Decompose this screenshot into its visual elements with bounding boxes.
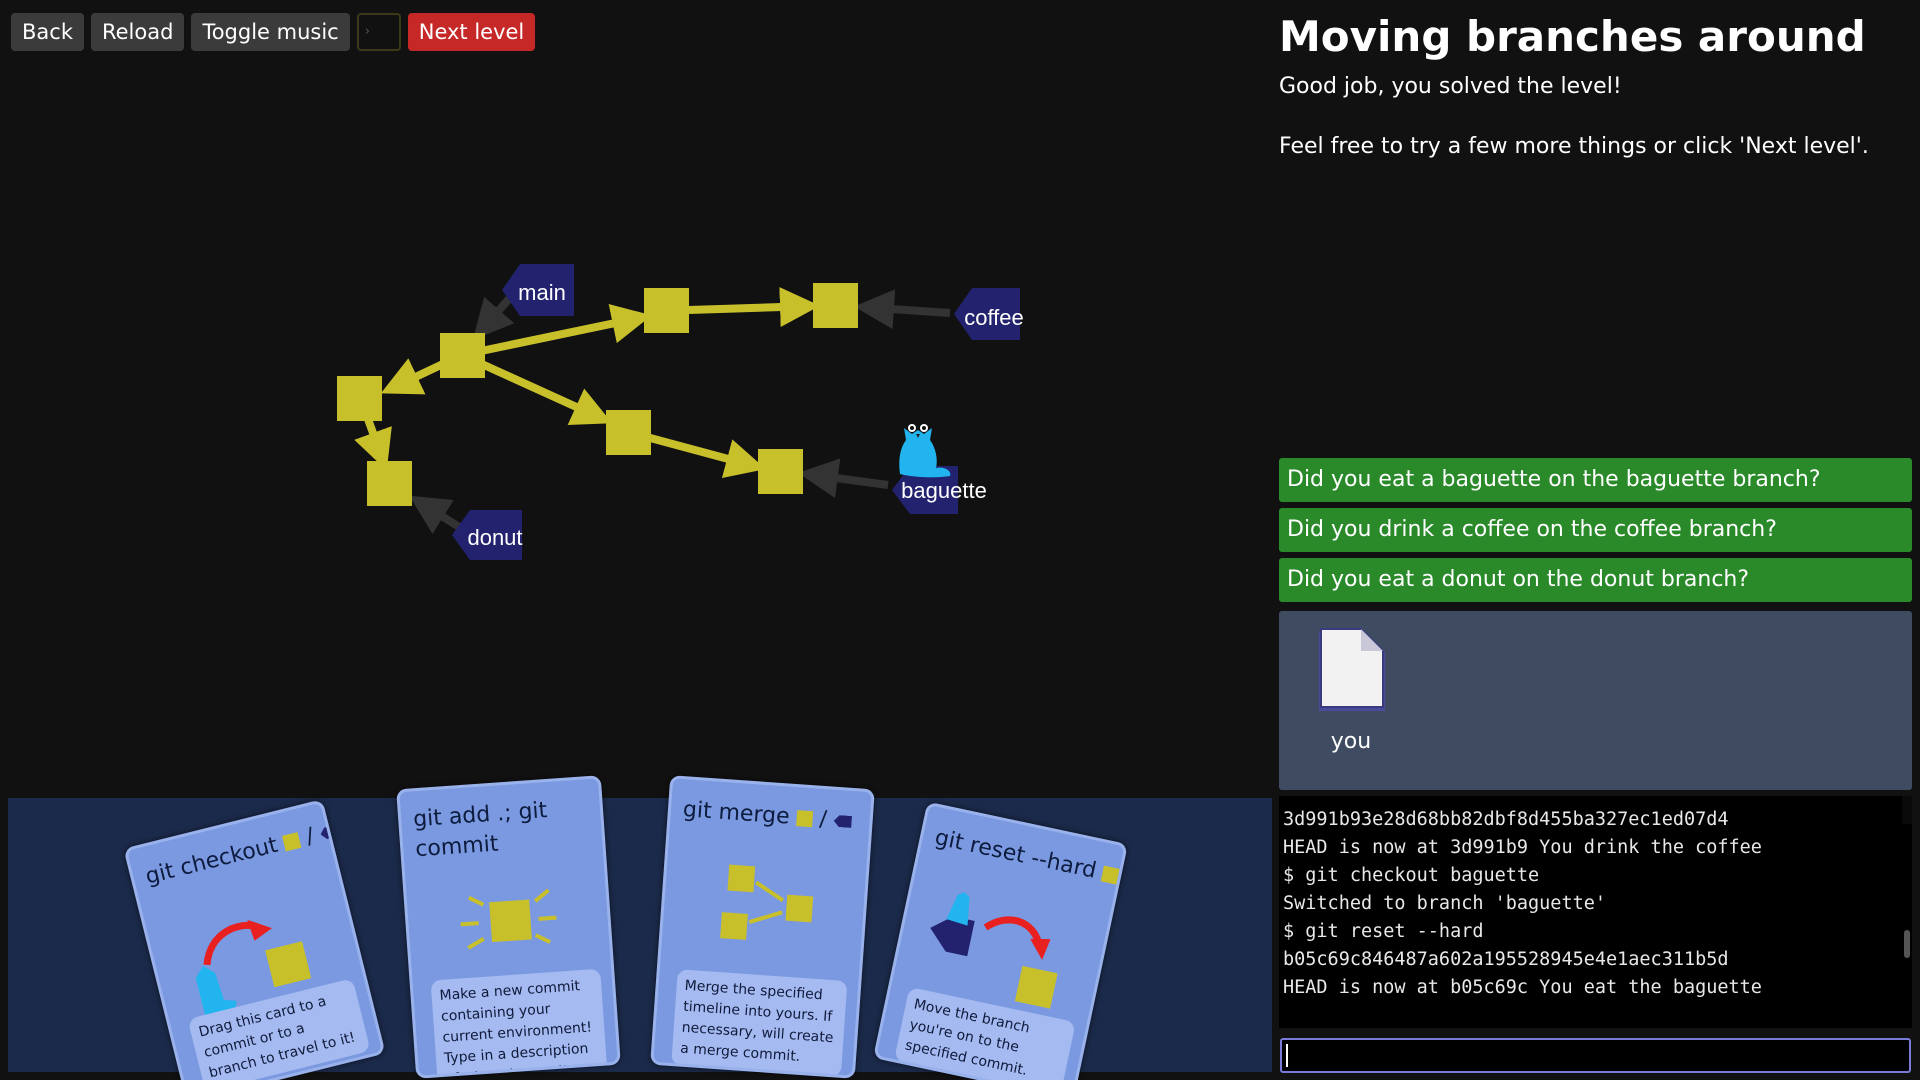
reset-illustration-icon [930,892,1058,1009]
terminal-icon: › [364,24,370,39]
card-title: git add .; git commit [412,798,549,863]
branch-coffee[interactable]: coffee [954,288,1024,340]
text-caret [1286,1044,1288,1067]
branch-label: donut [467,525,522,550]
card-title: git merge / [682,797,853,834]
donut-ref-arrow [409,495,467,534]
terminal-line: $ git reset --hard [1283,921,1484,942]
file-you[interactable]: you [1315,625,1387,754]
edge [460,351,613,425]
commit-illustration-icon [460,888,557,950]
scrollbar-thumb[interactable] [1904,930,1910,958]
commit-node[interactable] [813,283,858,328]
level-title: Moving branches around [1279,12,1866,61]
card-description: Merge the specified timeline into yours.… [671,969,848,1077]
terminal-output[interactable]: 3d991b93e28d68bb82dbf8d455ba327ec1ed07d4… [1279,796,1912,1028]
edge [461,303,652,359]
back-button[interactable]: Back [11,13,84,51]
goal-donut: Did you eat a donut on the donut branch? [1279,558,1912,602]
commit-node[interactable] [337,376,382,421]
commit-edges [354,287,820,478]
file-label: you [1330,729,1372,754]
terminal-line: 3d991b93e28d68bb82dbf8d455ba327ec1ed07d4 [1283,809,1729,830]
branch-donut[interactable]: donut [452,510,523,560]
head-owl-icon [899,424,951,478]
terminal-scrollbar[interactable] [1902,796,1912,958]
card-git-merge[interactable]: git merge / Merge the specified timeline… [650,775,875,1079]
toolbar: Back Reload Toggle music › Next level [11,13,536,51]
commit-node[interactable] [758,449,803,494]
goal-coffee: Did you drink a coffee on the coffee bra… [1279,508,1912,552]
card-description: Make a new commit containing your curren… [430,968,609,1079]
branch-baguette[interactable]: baguette [892,466,987,514]
checkout-illustration-icon [195,919,312,1019]
commit-node[interactable] [367,461,412,506]
files-panel: you [1279,611,1912,790]
terminal-line: HEAD is now at 3d991b9 You drink the cof… [1283,837,1762,858]
level-message-hint: Feel free to try a few more things or cl… [1279,134,1869,159]
terminal-line: $ git checkout baguette [1283,865,1540,886]
card-git-commit[interactable]: git add .; git commit Make a new commit … [396,775,621,1079]
card-git-checkout[interactable]: git checkout / Drag this card to a commi… [123,799,386,1080]
commit-node[interactable] [606,410,651,455]
branch-label: main [518,280,566,305]
branch-main[interactable]: main [502,264,574,316]
baguette-ref-arrow [798,458,889,499]
goal-baguette: Did you eat a baguette on the baguette b… [1279,458,1912,502]
edge [688,287,820,328]
commit-node[interactable] [644,288,689,333]
command-input[interactable] [1280,1038,1911,1073]
terminal-line: HEAD is now at b05c69c You eat the bague… [1283,977,1762,998]
commit-graph: main coffee baguette donut [337,264,1024,560]
commits [337,283,858,506]
reload-button[interactable]: Reload [90,13,185,51]
terminal-line: Switched to branch 'baguette' [1283,893,1607,914]
next-level-button[interactable]: Next level [407,13,536,51]
level-message-success: Good job, you solved the level! [1279,74,1622,99]
terminal-line: b05c69c846487a602a195528945e4e1aec311b5d [1283,949,1729,970]
card-git-reset[interactable]: git reset --hard Move the branch you're … [873,801,1128,1080]
merge-illustration-icon [720,864,814,940]
toggle-music-button[interactable]: Toggle music [191,13,350,51]
terminal-toggle-button[interactable]: › [356,13,401,51]
commit-node[interactable] [440,333,485,378]
coffee-ref-arrow [854,289,951,330]
branch-label: coffee [964,305,1024,330]
file-icon [1319,628,1385,711]
branch-label: baguette [901,478,987,503]
